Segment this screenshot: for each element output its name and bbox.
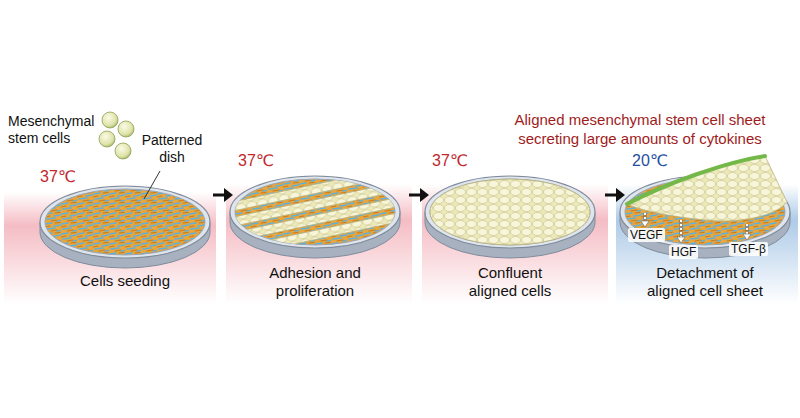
heading: Aligned mesenchymal stem cell sheet secr… [495, 110, 785, 148]
step-arrow [605, 188, 625, 202]
step-caption: Cells seeding [45, 272, 205, 290]
detaching-dish [620, 156, 790, 258]
patterned-dish [40, 186, 210, 268]
temperature-label: 20℃ [632, 152, 668, 170]
temperature-label: 37℃ [432, 152, 468, 170]
dish-label: Patterned dish [134, 132, 210, 166]
seeded-cells [99, 112, 134, 159]
step-panel: 37℃ Adhesion and proliferation [234, 150, 408, 305]
confluent-dish [425, 176, 595, 258]
temperature-label: 37℃ [40, 168, 76, 186]
cytokine-label: TGF-β [729, 242, 768, 256]
step-arrow [213, 188, 233, 202]
cell-label: Mesenchymal stem cells [8, 113, 102, 147]
step-arrow [409, 188, 429, 202]
step-caption: Confluent aligned cells [458, 264, 562, 300]
step-caption: Detachment of aligned cell sheet [638, 264, 772, 300]
leader-line [144, 171, 160, 199]
cytokine-label: HGF [669, 245, 698, 259]
step-panel: 37℃ Cells seeding [10, 150, 212, 305]
step-panel: 37℃ Confluent aligned cells [430, 150, 604, 305]
temperature-label: 37℃ [238, 152, 274, 170]
step-caption: Adhesion and proliferation [259, 264, 371, 300]
cytokine-label: VEGF [628, 228, 665, 242]
striped-dish [212, 165, 419, 259]
